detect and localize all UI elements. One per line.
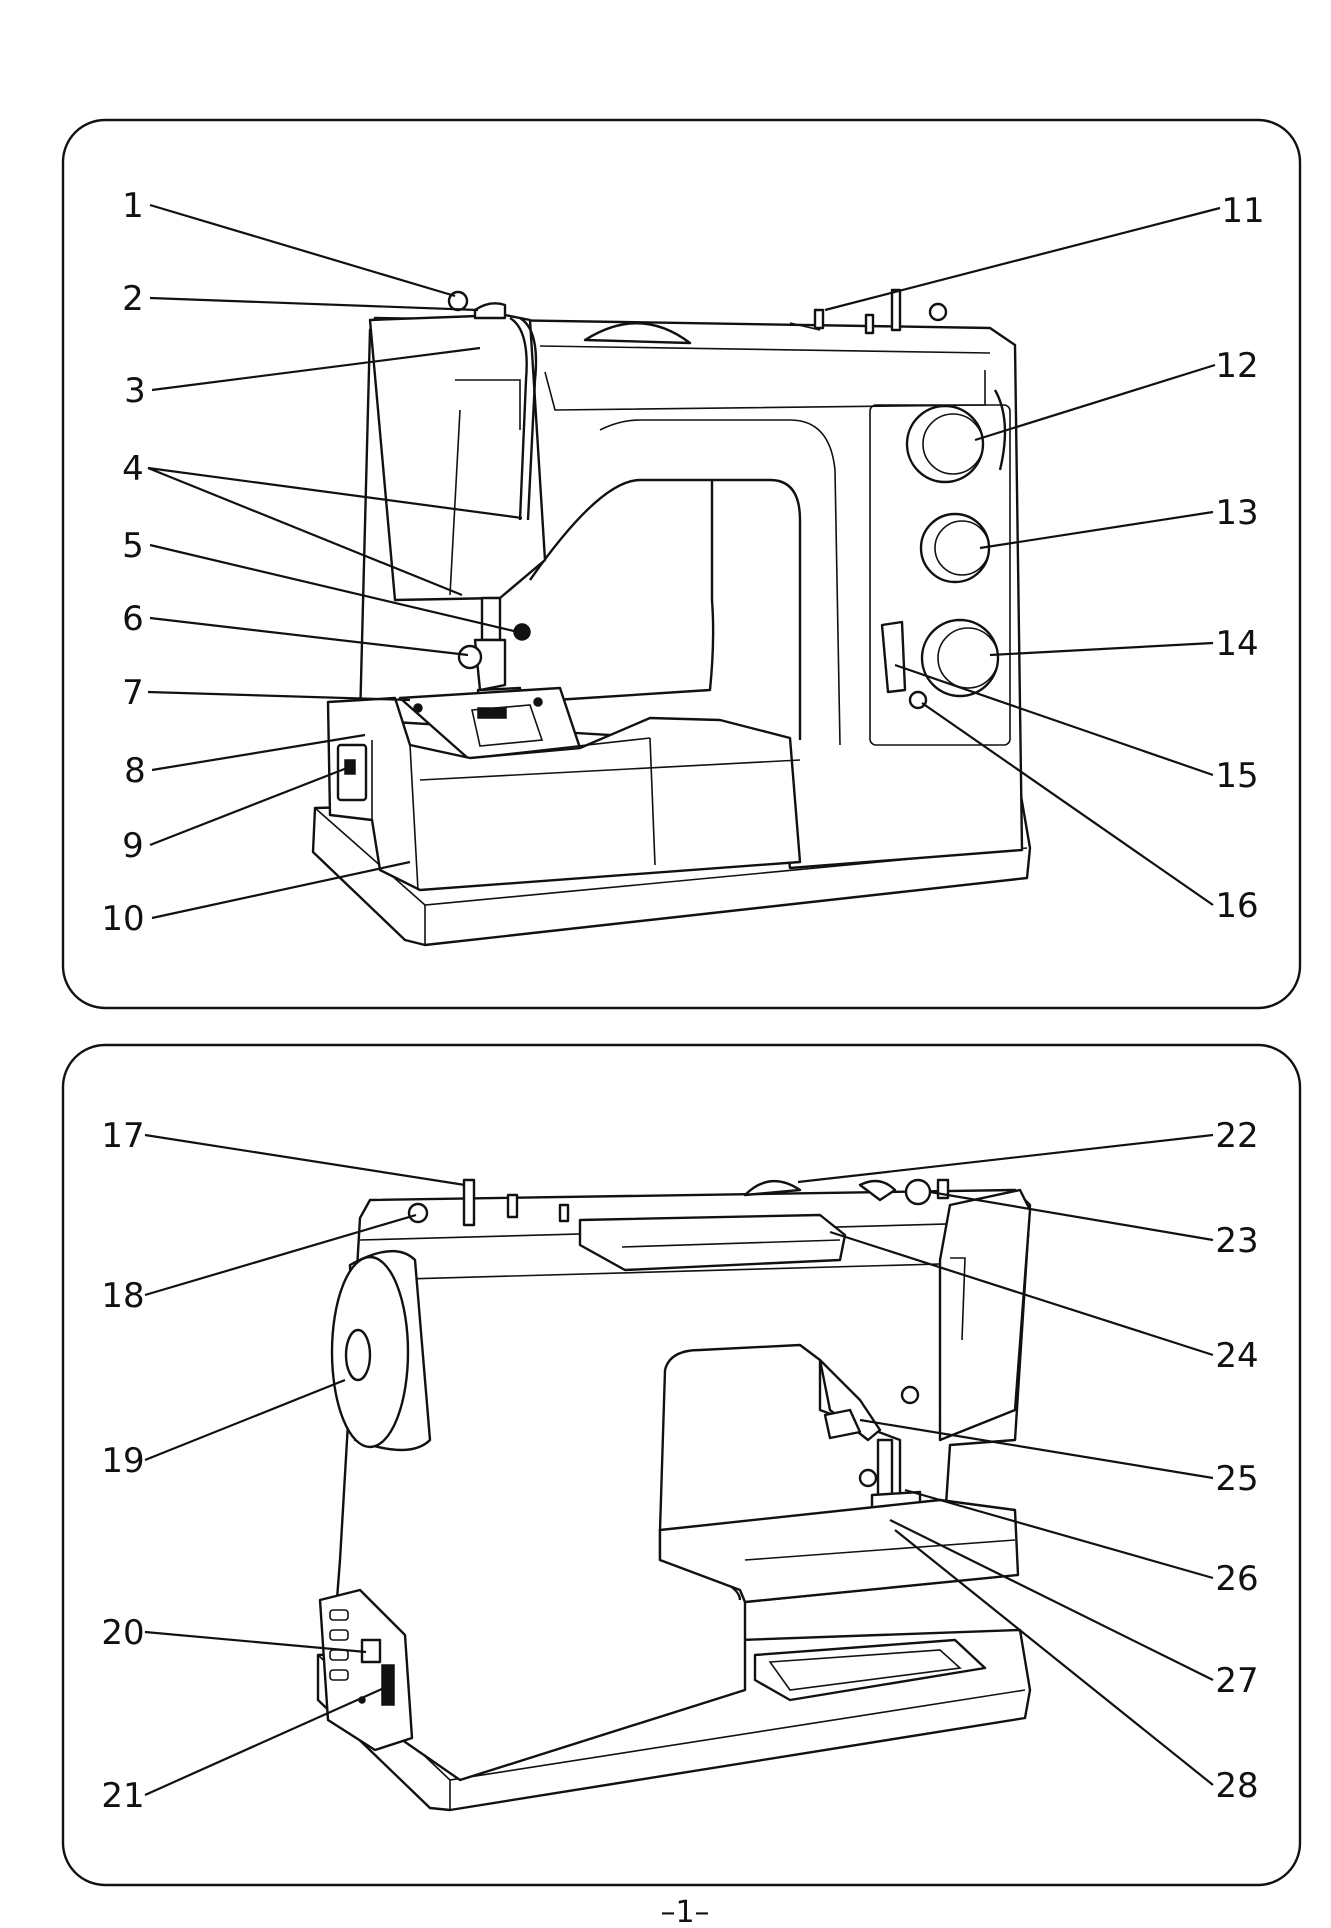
- callout-13: 13: [1215, 493, 1258, 533]
- callout-18: 18: [101, 1276, 144, 1316]
- callout-28: 28: [1215, 1766, 1258, 1806]
- callout-22: 22: [1215, 1116, 1258, 1156]
- callout-21: 21: [101, 1776, 144, 1816]
- callout-6: 6: [122, 599, 144, 639]
- callout-26: 26: [1215, 1559, 1258, 1599]
- callout-25: 25: [1215, 1459, 1258, 1499]
- page-number: –1–: [660, 1895, 709, 1928]
- callout-2: 2: [122, 279, 144, 319]
- callout-23: 23: [1215, 1221, 1258, 1261]
- callout-27: 27: [1215, 1661, 1258, 1701]
- callout-10: 10: [101, 899, 144, 939]
- callout-15: 15: [1215, 756, 1258, 796]
- callout-5: 5: [122, 526, 144, 566]
- callout-12: 12: [1215, 346, 1258, 386]
- callout-11: 11: [1221, 191, 1264, 231]
- callout-17: 17: [101, 1116, 144, 1156]
- callout-3: 3: [124, 371, 146, 411]
- callout-1: 1: [122, 186, 144, 226]
- front-machine-drawing: [313, 290, 1030, 945]
- callout-7: 7: [122, 673, 144, 713]
- callout-8: 8: [124, 751, 146, 791]
- callout-19: 19: [101, 1441, 144, 1481]
- callout-9: 9: [122, 826, 144, 866]
- callout-14: 14: [1215, 624, 1258, 664]
- callout-20: 20: [101, 1613, 144, 1653]
- callout-24: 24: [1215, 1336, 1258, 1376]
- callout-16: 16: [1215, 886, 1258, 926]
- callout-4: 4: [122, 449, 144, 489]
